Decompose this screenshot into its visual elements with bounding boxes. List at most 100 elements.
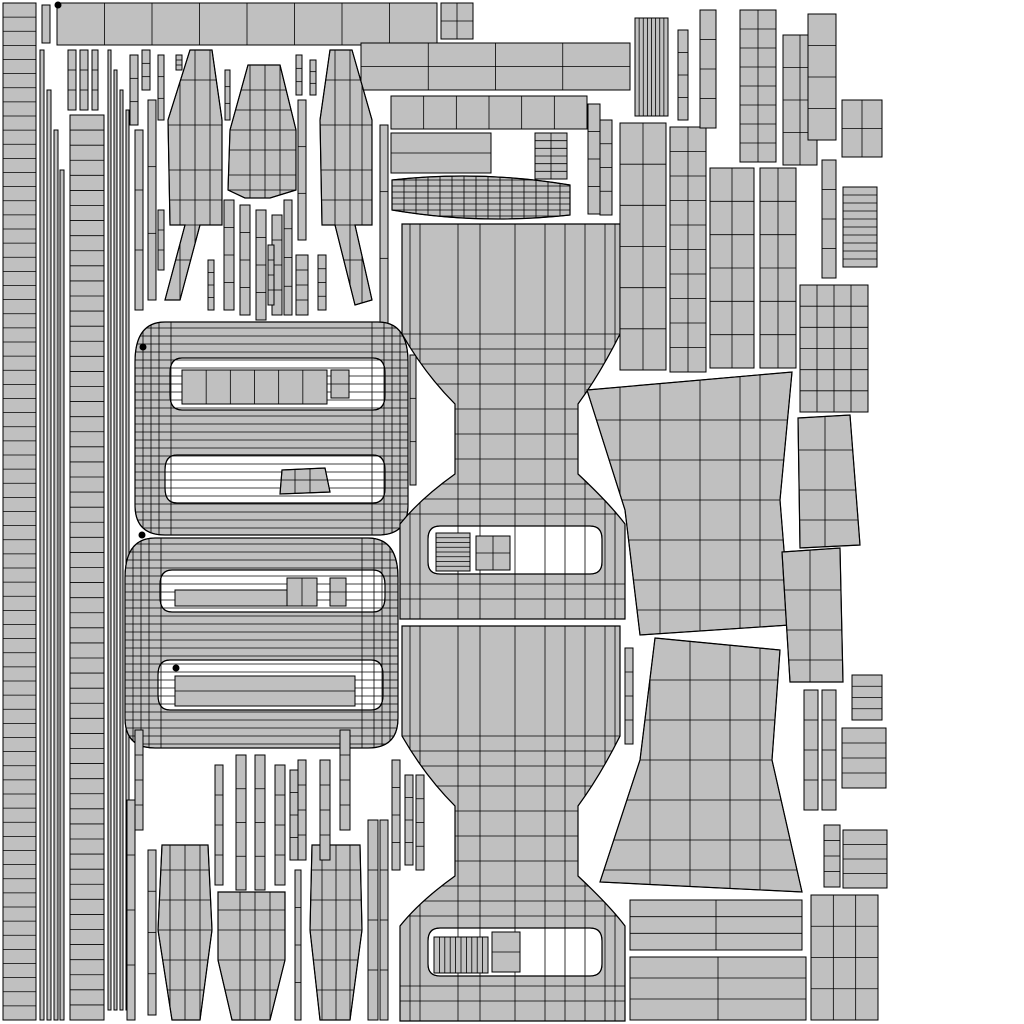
uv-pin-marker — [138, 531, 146, 539]
uv-island — [823, 824, 841, 888]
uv-island — [599, 119, 613, 216]
uv-island — [390, 95, 588, 130]
uv-island — [404, 774, 414, 866]
uv-island — [113, 69, 118, 1011]
uv-island — [475, 535, 511, 571]
uv-island — [634, 17, 669, 117]
uv-island — [810, 894, 879, 1021]
uv-island — [41, 4, 51, 44]
uv-island — [669, 126, 707, 373]
uv-island — [59, 169, 65, 1021]
uv-island — [129, 54, 139, 126]
uv-island — [629, 899, 803, 951]
uv-island — [223, 199, 235, 311]
uv-island — [360, 42, 631, 91]
uv-island — [134, 129, 144, 311]
uv-island — [842, 186, 878, 268]
uv-island — [317, 254, 327, 311]
uv-island — [297, 99, 307, 241]
uv-island — [379, 819, 389, 1021]
uv-island — [619, 122, 667, 371]
uv-pin-marker — [54, 1, 62, 9]
uv-island — [841, 727, 887, 789]
uv-island — [297, 759, 307, 861]
uv-island — [2, 2, 37, 1021]
uv-island — [134, 729, 144, 831]
uv-island — [126, 799, 136, 1021]
uv-island — [157, 209, 165, 271]
uv-island — [739, 9, 777, 163]
uv-island — [56, 2, 438, 46]
uv-island — [147, 849, 157, 1016]
uv-island — [46, 89, 52, 1021]
uv-island — [329, 577, 347, 607]
uv-island — [286, 577, 318, 607]
uv-island — [624, 647, 634, 745]
uv-island — [224, 69, 231, 121]
uv-island — [294, 869, 302, 1021]
uv-island — [587, 103, 601, 215]
uv-island — [295, 254, 309, 316]
uv-island — [415, 774, 425, 871]
uv-island — [267, 244, 275, 306]
uv-island — [214, 764, 224, 886]
uv-island — [255, 209, 267, 321]
uv-island — [147, 99, 157, 301]
uv-island — [69, 114, 105, 1021]
uv-island — [699, 9, 717, 129]
uv-island — [175, 54, 183, 71]
uv-island — [433, 936, 489, 974]
uv-island — [254, 754, 266, 891]
uv-island — [319, 759, 331, 861]
uv-island — [440, 2, 474, 40]
uv-island — [107, 49, 112, 1011]
uv-island — [390, 132, 492, 174]
uv-island — [174, 589, 288, 607]
uv-island — [367, 819, 379, 1021]
uv-island — [821, 159, 837, 279]
uv-island — [295, 54, 303, 96]
uv-island — [309, 59, 317, 96]
uv-island — [235, 754, 247, 891]
uv-island — [799, 284, 869, 413]
uv-island — [181, 369, 328, 405]
uv-island — [67, 49, 77, 111]
uv-island — [491, 931, 521, 973]
uv-island — [53, 129, 59, 1021]
uv-island — [851, 674, 883, 721]
uv-island — [174, 675, 356, 707]
uv-island — [79, 49, 89, 111]
uv-island — [141, 49, 151, 91]
uv-island — [339, 729, 351, 831]
uv-island — [629, 956, 807, 1021]
uv-pin-marker — [139, 343, 147, 351]
uv-island — [759, 167, 797, 369]
uv-island — [534, 132, 568, 180]
uv-island — [409, 354, 417, 486]
uv-island — [157, 54, 165, 121]
uv-island — [283, 199, 293, 316]
uv-island — [803, 689, 819, 811]
uv-island — [91, 49, 99, 111]
uv-island — [842, 829, 888, 889]
uv-island — [379, 124, 389, 326]
uv-island — [677, 29, 689, 121]
uv-island — [391, 759, 401, 871]
uv-island — [207, 259, 215, 311]
uv-island — [239, 204, 251, 316]
uv-island — [807, 13, 837, 141]
uv-island — [821, 689, 837, 811]
uv-island — [39, 49, 45, 1021]
